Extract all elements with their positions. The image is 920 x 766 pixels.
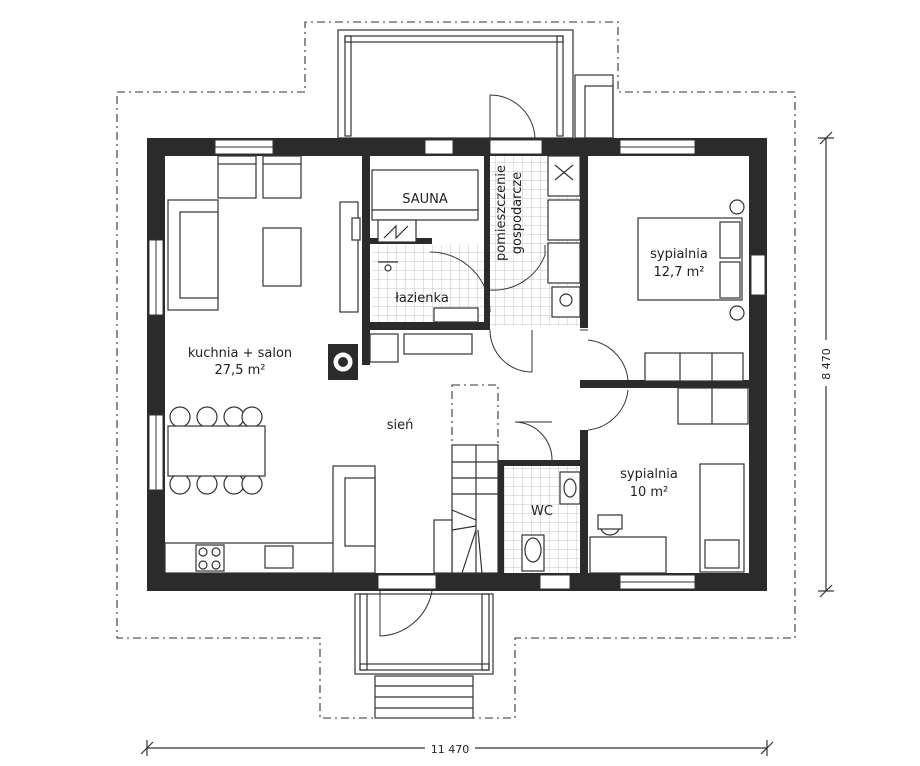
roof-outline [116,21,796,719]
bedroom1-name: sypialnia [650,247,708,262]
utility-fixtures [547,155,581,318]
living-room-name: kuchnia + salon [188,346,292,361]
wc-fixtures [521,471,581,572]
width-dimension-label: 11 470 [431,743,470,756]
living-room-area: 27,5 m² [215,363,266,378]
front-porch [354,593,494,719]
utility-name-line2: gospodarcze [510,172,525,254]
bedroom2-name: sypialnia [620,467,678,482]
bathroom-name: łazienka [395,291,449,306]
utility-name-line1: pomieszczenie [494,165,509,261]
bedroom2-furniture [589,387,749,574]
windows [148,139,766,590]
living-furniture [167,155,473,380]
doors [379,94,629,637]
bedroom2-area: 10 m² [630,485,669,500]
sauna-name: SAUNA [402,192,448,207]
staircase [433,384,499,574]
bedroom1-furniture [637,199,745,382]
kitchen-counter [164,465,376,574]
bathroom-fixtures [378,261,479,323]
dining-set [167,406,266,495]
bedroom1-area: 12,7 m² [654,265,705,280]
interior-walls [362,156,749,573]
rear-terrace [337,29,614,139]
depth-dimension-label: 8 470 [820,348,833,380]
sauna-room [371,169,479,243]
wc-name: WC [531,504,553,519]
hall-name: sień [387,418,414,433]
